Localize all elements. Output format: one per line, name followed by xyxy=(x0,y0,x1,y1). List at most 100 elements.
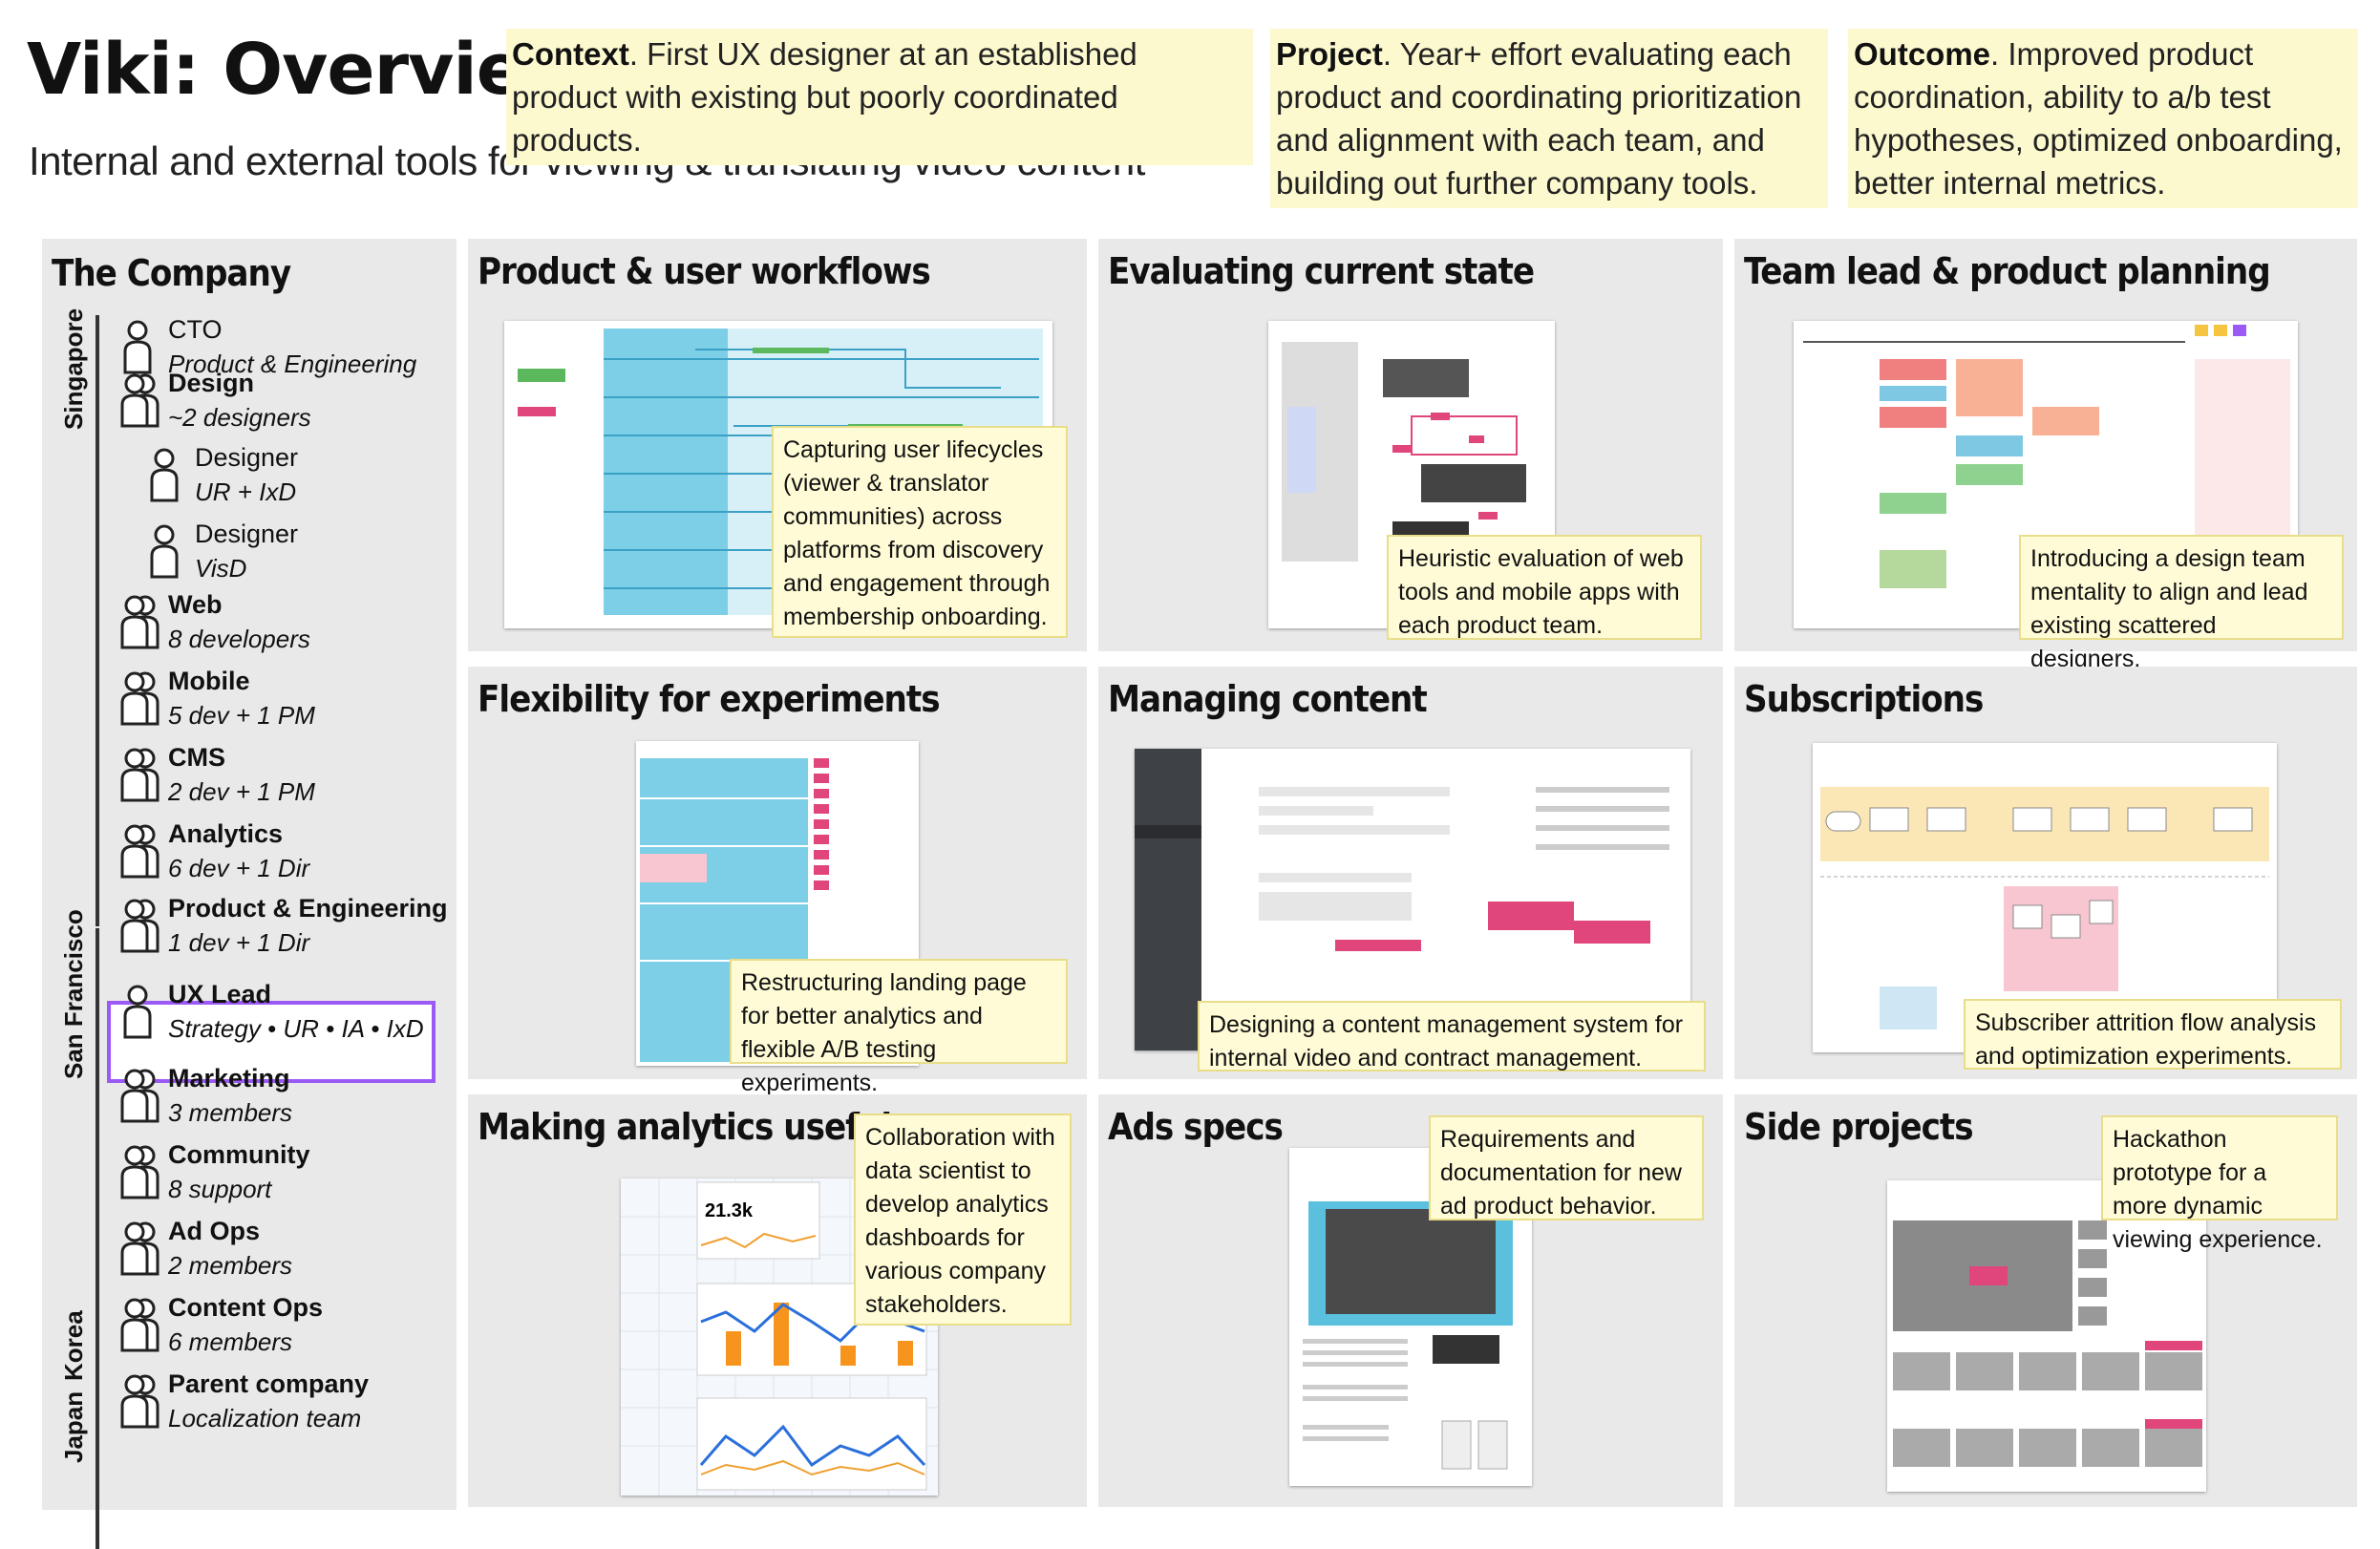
org-name: Content Ops xyxy=(168,1293,323,1322)
panel-note: Introducing a design team mentality to a… xyxy=(2019,535,2344,672)
panel-title: Product & user workflows xyxy=(478,250,931,292)
group-icon xyxy=(120,595,159,649)
panel-note: Subscriber attrition flow analysis and o… xyxy=(1964,999,2342,1070)
panel-ads-specs: Ads specs Requirements and documentation… xyxy=(1098,1094,1723,1507)
org-detail: 1 dev + 1 Dir xyxy=(168,928,310,957)
prototype-image xyxy=(1887,1180,2206,1492)
panel-flexibility-experiments: Flexibility for experiments Restructurin… xyxy=(468,667,1087,1096)
person-icon xyxy=(123,985,152,1039)
company-panel: The Company Singapore San Francisco Kore… xyxy=(42,239,457,1549)
region-divider xyxy=(96,1314,99,1410)
region-singapore: Singapore xyxy=(59,308,88,430)
panel-note: Heuristic evaluation of web tools and mo… xyxy=(1387,535,1702,640)
project-label: Project xyxy=(1276,36,1383,72)
org-name: Mobile xyxy=(168,667,250,695)
group-icon xyxy=(120,373,159,428)
panel-note: Restructuring landing page for better an… xyxy=(730,959,1068,1096)
ads-spec-thumbnail xyxy=(1289,1148,1532,1486)
group-icon xyxy=(120,1298,159,1352)
panel-title: Managing content xyxy=(1108,678,1428,720)
panel-title: Evaluating current state xyxy=(1108,250,1535,292)
org-name: Product & Engineering xyxy=(168,894,448,923)
svg-text:21.3k: 21.3k xyxy=(705,1200,754,1221)
panel-team-planning: Team lead & product planning Introducing… xyxy=(1734,239,2357,672)
panel-title: Making analytics useful xyxy=(478,1106,892,1148)
project-callout: Project. Year+ effort evaluating each pr… xyxy=(1270,29,1828,208)
group-icon xyxy=(120,1145,159,1199)
person-icon xyxy=(150,524,179,579)
org-name: Designer xyxy=(195,520,299,548)
org-name: Analytics xyxy=(168,819,284,848)
org-name: Designer xyxy=(195,443,299,472)
org-detail: Product & Engineering xyxy=(168,350,417,378)
region-korea: Korea xyxy=(59,1310,88,1381)
org-detail: Strategy • UR • IA • IxD xyxy=(168,1014,424,1043)
context-text: . First UX designer at an established pr… xyxy=(512,36,1137,158)
panel-title: Team lead & product planning xyxy=(1744,250,2271,292)
group-icon xyxy=(120,899,159,953)
project-text: . Year+ effort evaluating each product a… xyxy=(1276,36,1802,201)
panel-note: Hackathon prototype for a more dynamic v… xyxy=(2101,1115,2338,1253)
region-san-francisco: San Francisco xyxy=(59,909,88,1079)
org-detail: 8 support xyxy=(168,1175,272,1203)
panel-note: Capturing user lifecycles (viewer & tran… xyxy=(772,426,1068,638)
context-label: Context xyxy=(512,36,629,72)
ux-lead-highlight xyxy=(107,1001,436,1083)
org-detail: Localization team xyxy=(168,1404,362,1432)
panel-analytics: Making analytics useful 21.3k Collaborat… xyxy=(468,1094,1087,1507)
outcome-label: Outcome xyxy=(1854,36,1991,72)
org-name: CTO xyxy=(168,315,223,344)
person-icon xyxy=(150,448,179,502)
org-detail: UR + IxD xyxy=(195,477,297,506)
org-detail: 8 developers xyxy=(168,625,310,653)
outcome-callout: Outcome. Improved product coordination, … xyxy=(1848,29,2358,208)
org-name: Community xyxy=(168,1140,310,1169)
org-name: Web xyxy=(168,590,223,619)
org-name: CMS xyxy=(168,743,225,772)
panel-managing-content: Managing content Designing a content man… xyxy=(1098,667,1723,1079)
group-icon xyxy=(120,1221,159,1276)
subscription-flow-image xyxy=(1813,743,2277,1052)
outcome-text: . Improved product coordination, ability… xyxy=(1854,36,2343,201)
group-icon xyxy=(120,748,159,802)
panel-title: Flexibility for experiments xyxy=(478,678,941,720)
panel-title: Side projects xyxy=(1744,1106,1974,1148)
subscription-flow-thumbnail xyxy=(1813,743,2277,1052)
company-title: The Company xyxy=(52,252,291,294)
panel-note: Requirements and documentation for new a… xyxy=(1429,1115,1704,1220)
region-divider xyxy=(96,315,99,926)
panel-note: Collaboration with data scientist to dev… xyxy=(854,1114,1072,1326)
panel-product-workflows: Product & user workflows Capturing user … xyxy=(468,239,1087,651)
org-detail: ~2 designers xyxy=(168,403,311,432)
org-name: Parent company xyxy=(168,1369,370,1398)
group-icon xyxy=(120,1374,159,1429)
org-name: Ad Ops xyxy=(168,1217,261,1245)
cms-screen-thumbnail xyxy=(1135,749,1690,1050)
region-divider xyxy=(96,1392,99,1476)
person-icon xyxy=(123,320,152,374)
org-detail: 6 members xyxy=(168,1327,293,1356)
org-detail: 2 dev + 1 PM xyxy=(168,777,315,806)
group-icon xyxy=(120,824,159,879)
panel-note: Designing a content management system fo… xyxy=(1198,1001,1706,1072)
prototype-thumbnail xyxy=(1887,1180,2206,1492)
org-detail: 3 members xyxy=(168,1098,293,1127)
org-detail: 2 members xyxy=(168,1251,293,1280)
group-icon xyxy=(120,1069,159,1123)
org-name: Design xyxy=(168,369,255,397)
org-detail: VisD xyxy=(195,554,247,583)
panel-title: Subscriptions xyxy=(1744,678,1984,720)
panel-evaluating-state: Evaluating current state Heuristic evalu… xyxy=(1098,239,1723,651)
cms-screen-image xyxy=(1135,749,1690,1050)
org-detail: 6 dev + 1 Dir xyxy=(168,854,310,882)
panel-title: Ads specs xyxy=(1108,1106,1284,1148)
panel-subscriptions: Subscriptions Subscriber attrition flow … xyxy=(1734,667,2357,1079)
context-callout: Context. First UX designer at an establi… xyxy=(506,29,1253,165)
ads-spec-image xyxy=(1289,1148,1532,1486)
region-japan: Japan xyxy=(59,1390,88,1463)
org-name: UX Lead xyxy=(168,980,272,1008)
org-name: Marketing xyxy=(168,1064,290,1093)
group-icon xyxy=(120,671,159,726)
page-title: Viki: Overview xyxy=(27,29,588,111)
region-divider xyxy=(96,928,99,1549)
